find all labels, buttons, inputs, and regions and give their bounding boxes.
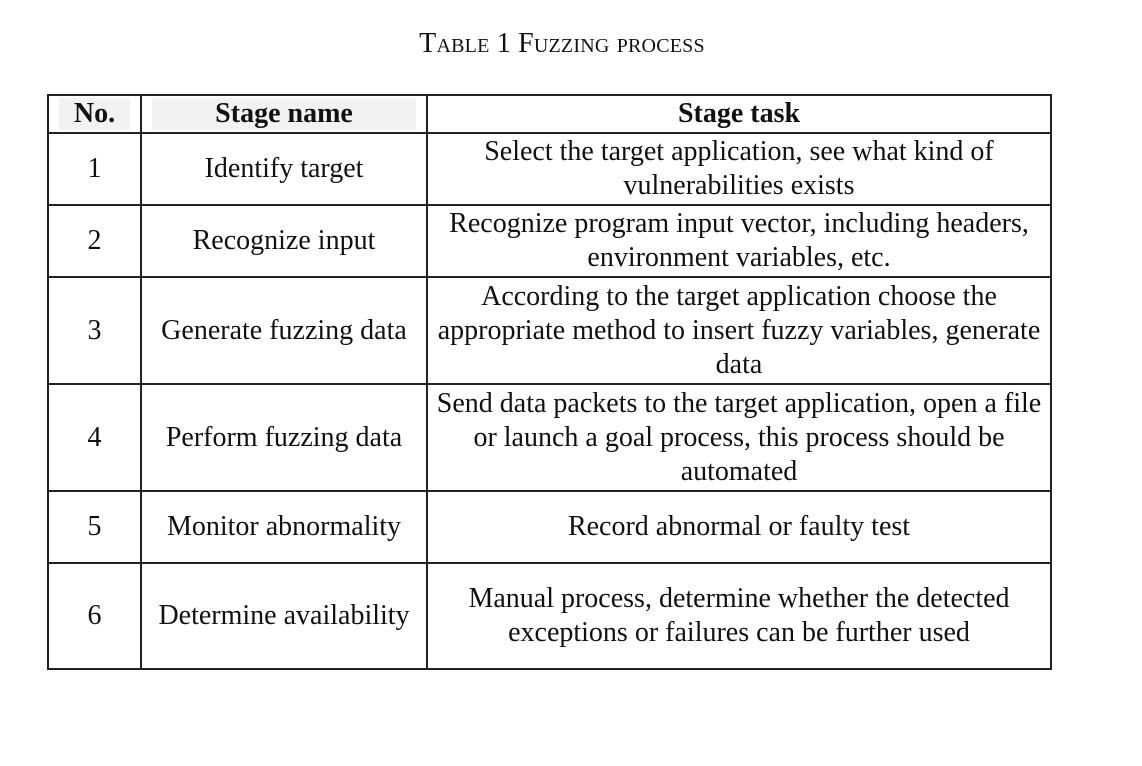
cell-stage-name: Perform fuzzing data: [140, 383, 428, 492]
header-stage-name-label: Stage name: [152, 98, 416, 130]
cell-no: 4: [47, 383, 142, 492]
cell-stage-task: Send data packets to the target applicat…: [426, 383, 1052, 492]
table-row: 1 Identify target Select the target appl…: [47, 132, 1052, 206]
table-row: 2 Recognize input Recognize program inpu…: [47, 204, 1052, 278]
table-row: 5 Monitor abnormality Record abnormal or…: [47, 490, 1052, 564]
header-stage-task-label: Stage task: [677, 98, 801, 129]
header-no: No.: [47, 94, 142, 134]
cell-stage-name: Recognize input: [140, 204, 428, 278]
cell-stage-name: Identify target: [140, 132, 428, 206]
cell-no: 3: [47, 276, 142, 385]
cell-stage-task: Record abnormal or faulty test: [426, 490, 1052, 564]
header-stage-name: Stage name: [140, 94, 428, 134]
cell-stage-name: Monitor abnormality: [140, 490, 428, 564]
table-row: 3 Generate fuzzing data According to the…: [47, 276, 1052, 385]
table-header-row: No. Stage name Stage task: [47, 94, 1052, 134]
cell-stage-task: According to the target application choo…: [426, 276, 1052, 385]
fuzzing-process-table: No. Stage name Stage task 1 Identify tar…: [47, 94, 1052, 670]
header-no-label: No.: [59, 98, 130, 130]
cell-stage-task: Manual process, determine whether the de…: [426, 562, 1052, 670]
cell-no: 2: [47, 204, 142, 278]
table-row: 6 Determine availability Manual process,…: [47, 562, 1052, 670]
cell-no: 6: [47, 562, 142, 670]
cell-no: 5: [47, 490, 142, 564]
header-stage-task: Stage task: [426, 94, 1052, 134]
cell-stage-name: Generate fuzzing data: [140, 276, 428, 385]
cell-stage-task: Select the target application, see what …: [426, 132, 1052, 206]
table-row: 4 Perform fuzzing data Send data packets…: [47, 383, 1052, 492]
table-caption: Table 1 Fuzzing process: [419, 28, 705, 59]
cell-stage-task: Recognize program input vector, includin…: [426, 204, 1052, 278]
cell-stage-name: Determine availability: [140, 562, 428, 670]
cell-no: 1: [47, 132, 142, 206]
